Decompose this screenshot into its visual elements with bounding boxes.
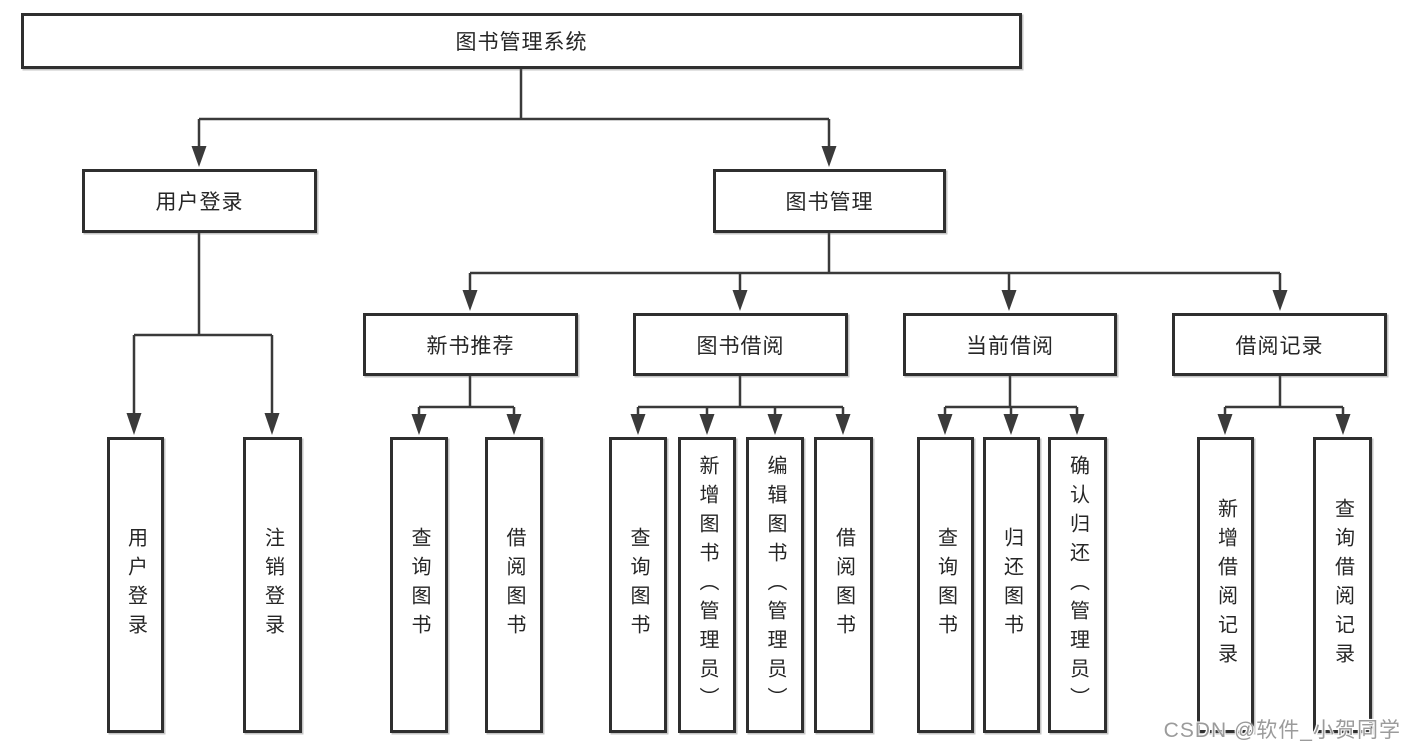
leaf-edit-books-admin: 编辑图书（管理员） <box>746 437 804 733</box>
leaf-query-books-recommend: 查询图书 <box>390 437 448 733</box>
node-book-management-label: 图书管理 <box>785 191 874 214</box>
node-user-login: 用户登录 <box>82 169 317 233</box>
node-new-book-recommend-label: 新书推荐 <box>426 334 515 358</box>
leaf-logout-label: 注销登录 <box>261 527 284 643</box>
leaf-add-books-admin: 新增图书（管理员） <box>678 437 736 733</box>
leaf-confirm-return-admin: 确认归还（管理员） <box>1048 437 1107 733</box>
node-book-borrow-label: 图书借阅 <box>696 334 785 358</box>
node-new-book-recommend: 新书推荐 <box>363 313 578 376</box>
leaf-user-login: 用户登录 <box>107 437 164 733</box>
csdn-watermark: CSDN @软件_小贺同学 <box>1163 719 1401 742</box>
leaf-borrow-books-recommend: 借阅图书 <box>485 437 543 733</box>
node-current-borrow-label: 当前借阅 <box>966 334 1054 358</box>
node-current-borrow: 当前借阅 <box>903 313 1117 376</box>
leaf-query-books-current: 查询图书 <box>917 437 974 733</box>
leaf-query-borrow-record: 查询借阅记录 <box>1313 437 1372 733</box>
leaf-add-borrow-record: 新增借阅记录 <box>1197 437 1254 733</box>
leaf-edit-books-admin-label: 编辑图书（管理员） <box>764 454 786 716</box>
node-user-login-label: 用户登录 <box>155 191 244 214</box>
leaf-user-login-label: 用户登录 <box>124 527 147 643</box>
leaf-return-books-label: 归还图书 <box>1000 527 1023 643</box>
leaf-query-books-borrow: 查询图书 <box>609 437 667 733</box>
leaf-return-books: 归还图书 <box>983 437 1040 733</box>
node-root-label: 图书管理系统 <box>455 31 588 54</box>
leaf-borrow-books-label: 借阅图书 <box>832 527 855 643</box>
node-borrow-records: 借阅记录 <box>1172 313 1387 376</box>
leaf-query-books-recommend-label: 查询图书 <box>408 527 430 643</box>
leaf-add-books-admin-label: 新增图书（管理员） <box>696 454 718 716</box>
leaf-query-borrow-record-label: 查询借阅记录 <box>1331 498 1354 672</box>
node-book-borrow: 图书借阅 <box>633 313 848 376</box>
node-root-system: 图书管理系统 <box>21 13 1022 69</box>
leaf-confirm-return-admin-label: 确认归还（管理员） <box>1066 454 1089 716</box>
node-borrow-records-label: 借阅记录 <box>1235 334 1324 358</box>
leaf-add-borrow-record-label: 新增借阅记录 <box>1214 498 1237 672</box>
node-book-management: 图书管理 <box>713 169 946 233</box>
leaf-logout: 注销登录 <box>243 437 302 733</box>
leaf-borrow-books-recommend-label: 借阅图书 <box>503 527 525 643</box>
leaf-borrow-books: 借阅图书 <box>814 437 873 733</box>
leaf-query-books-borrow-label: 查询图书 <box>627 527 649 643</box>
leaf-query-books-current-label: 查询图书 <box>934 527 957 643</box>
